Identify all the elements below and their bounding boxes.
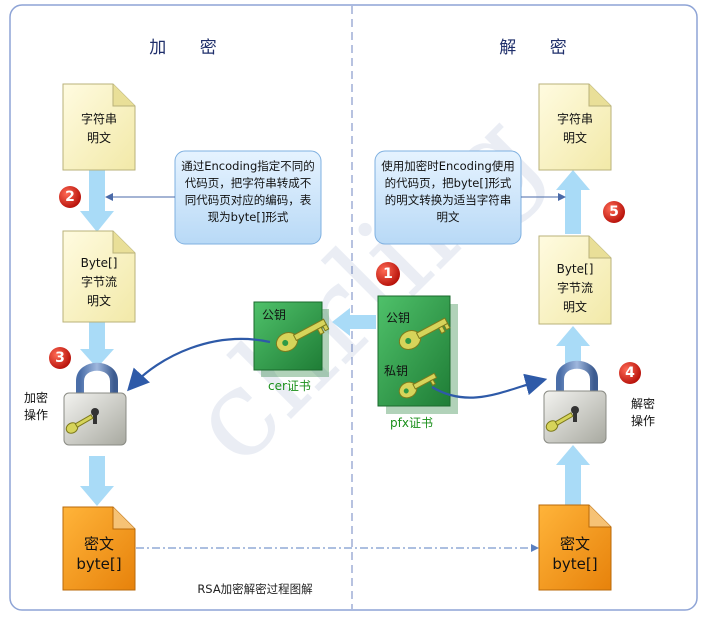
encrypt-section-title: 加 密 <box>149 38 231 58</box>
doc-line: Byte[] <box>556 262 594 276</box>
op-line: 操作 <box>24 408 49 422</box>
doc-line: Byte[] <box>80 256 118 270</box>
doc-line: 明文 <box>86 131 111 145</box>
pfx-public-key-label: 公钥 <box>386 311 411 325</box>
step-circle <box>59 186 81 208</box>
op-line: 加密 <box>24 391 49 405</box>
decrypt-operation-label: 解密 操作 <box>631 396 655 430</box>
doc-line: 明文 <box>562 300 587 314</box>
encrypt-operation-label: 加密 操作 <box>24 390 48 424</box>
padlock-icon <box>543 360 607 444</box>
doc-line: 明文 <box>562 131 587 145</box>
plaintext-doc-label: 字符串 明文 <box>539 110 611 148</box>
decoding-note: 使用加密时Encoding使用的代码页，把byte[]形式的明文转换为适当字符串… <box>381 159 515 224</box>
key-icon <box>398 317 451 350</box>
step-number: 5 <box>609 204 619 220</box>
step-circle <box>603 201 625 223</box>
padlock-icon <box>63 362 127 446</box>
op-line: 操作 <box>631 414 656 428</box>
flow-arrow-right-3 <box>556 170 590 234</box>
document-icon <box>538 235 612 325</box>
encoding-note: 通过Encoding指定不同的代码页，把字符串转成不同代码页对应的编码，表现为b… <box>181 159 315 224</box>
document-icon <box>62 83 136 171</box>
key-icon <box>398 372 438 399</box>
cipher-doc-label: 密文 byte[] <box>63 534 135 574</box>
key-icon <box>65 414 94 434</box>
doc-line: 密文 <box>83 535 114 553</box>
document-icon <box>538 83 612 171</box>
doc-line: 明文 <box>86 294 111 308</box>
doc-line: byte[] <box>552 555 598 573</box>
decrypt-section-title: 解 密 <box>499 38 581 58</box>
document-icon <box>538 504 612 591</box>
doc-line: 字节流 <box>80 275 117 289</box>
flow-arrow-left-1 <box>80 169 114 232</box>
doc-line: 密文 <box>559 535 590 553</box>
step-number: 3 <box>55 350 65 366</box>
flow-arrow-right-1 <box>556 445 590 506</box>
private-key-to-lock-arrow <box>431 373 548 399</box>
pfx-certificate-caption: pfx证书 <box>390 416 433 430</box>
cer-public-key-label: 公钥 <box>262 308 287 322</box>
doc-line: byte[] <box>76 555 122 573</box>
doc-line: 字符串 <box>80 112 117 126</box>
flow-arrow-left-3 <box>80 456 114 506</box>
diagram-caption: RSA加密解密过程图解 <box>197 582 313 596</box>
public-key-copy-arrow <box>332 308 376 336</box>
cer-certificate-caption: cer证书 <box>268 379 311 393</box>
op-line: 解密 <box>631 397 656 411</box>
document-icon <box>62 506 136 591</box>
step-circle <box>376 262 400 286</box>
document-icon <box>62 230 136 323</box>
step-circle <box>49 347 71 369</box>
doc-line: 字节流 <box>556 281 593 295</box>
key-icon <box>545 412 574 432</box>
public-key-to-lock-arrow <box>127 337 271 392</box>
bytes-doc-label: Byte[] 字节流 明文 <box>539 260 611 317</box>
bytes-doc-label: Byte[] 字节流 明文 <box>63 254 135 311</box>
step-number: 2 <box>65 189 75 205</box>
flow-arrow-left-2 <box>80 321 114 368</box>
pfx-private-key-label: 私钥 <box>384 364 409 378</box>
step-number: 1 <box>383 266 393 282</box>
plaintext-doc-label: 字符串 明文 <box>63 110 135 148</box>
doc-line: 字符串 <box>556 112 593 126</box>
key-icon <box>275 318 330 352</box>
step-number: 4 <box>625 365 635 381</box>
cipher-doc-label: 密文 byte[] <box>539 534 611 574</box>
step-circle <box>619 362 641 384</box>
